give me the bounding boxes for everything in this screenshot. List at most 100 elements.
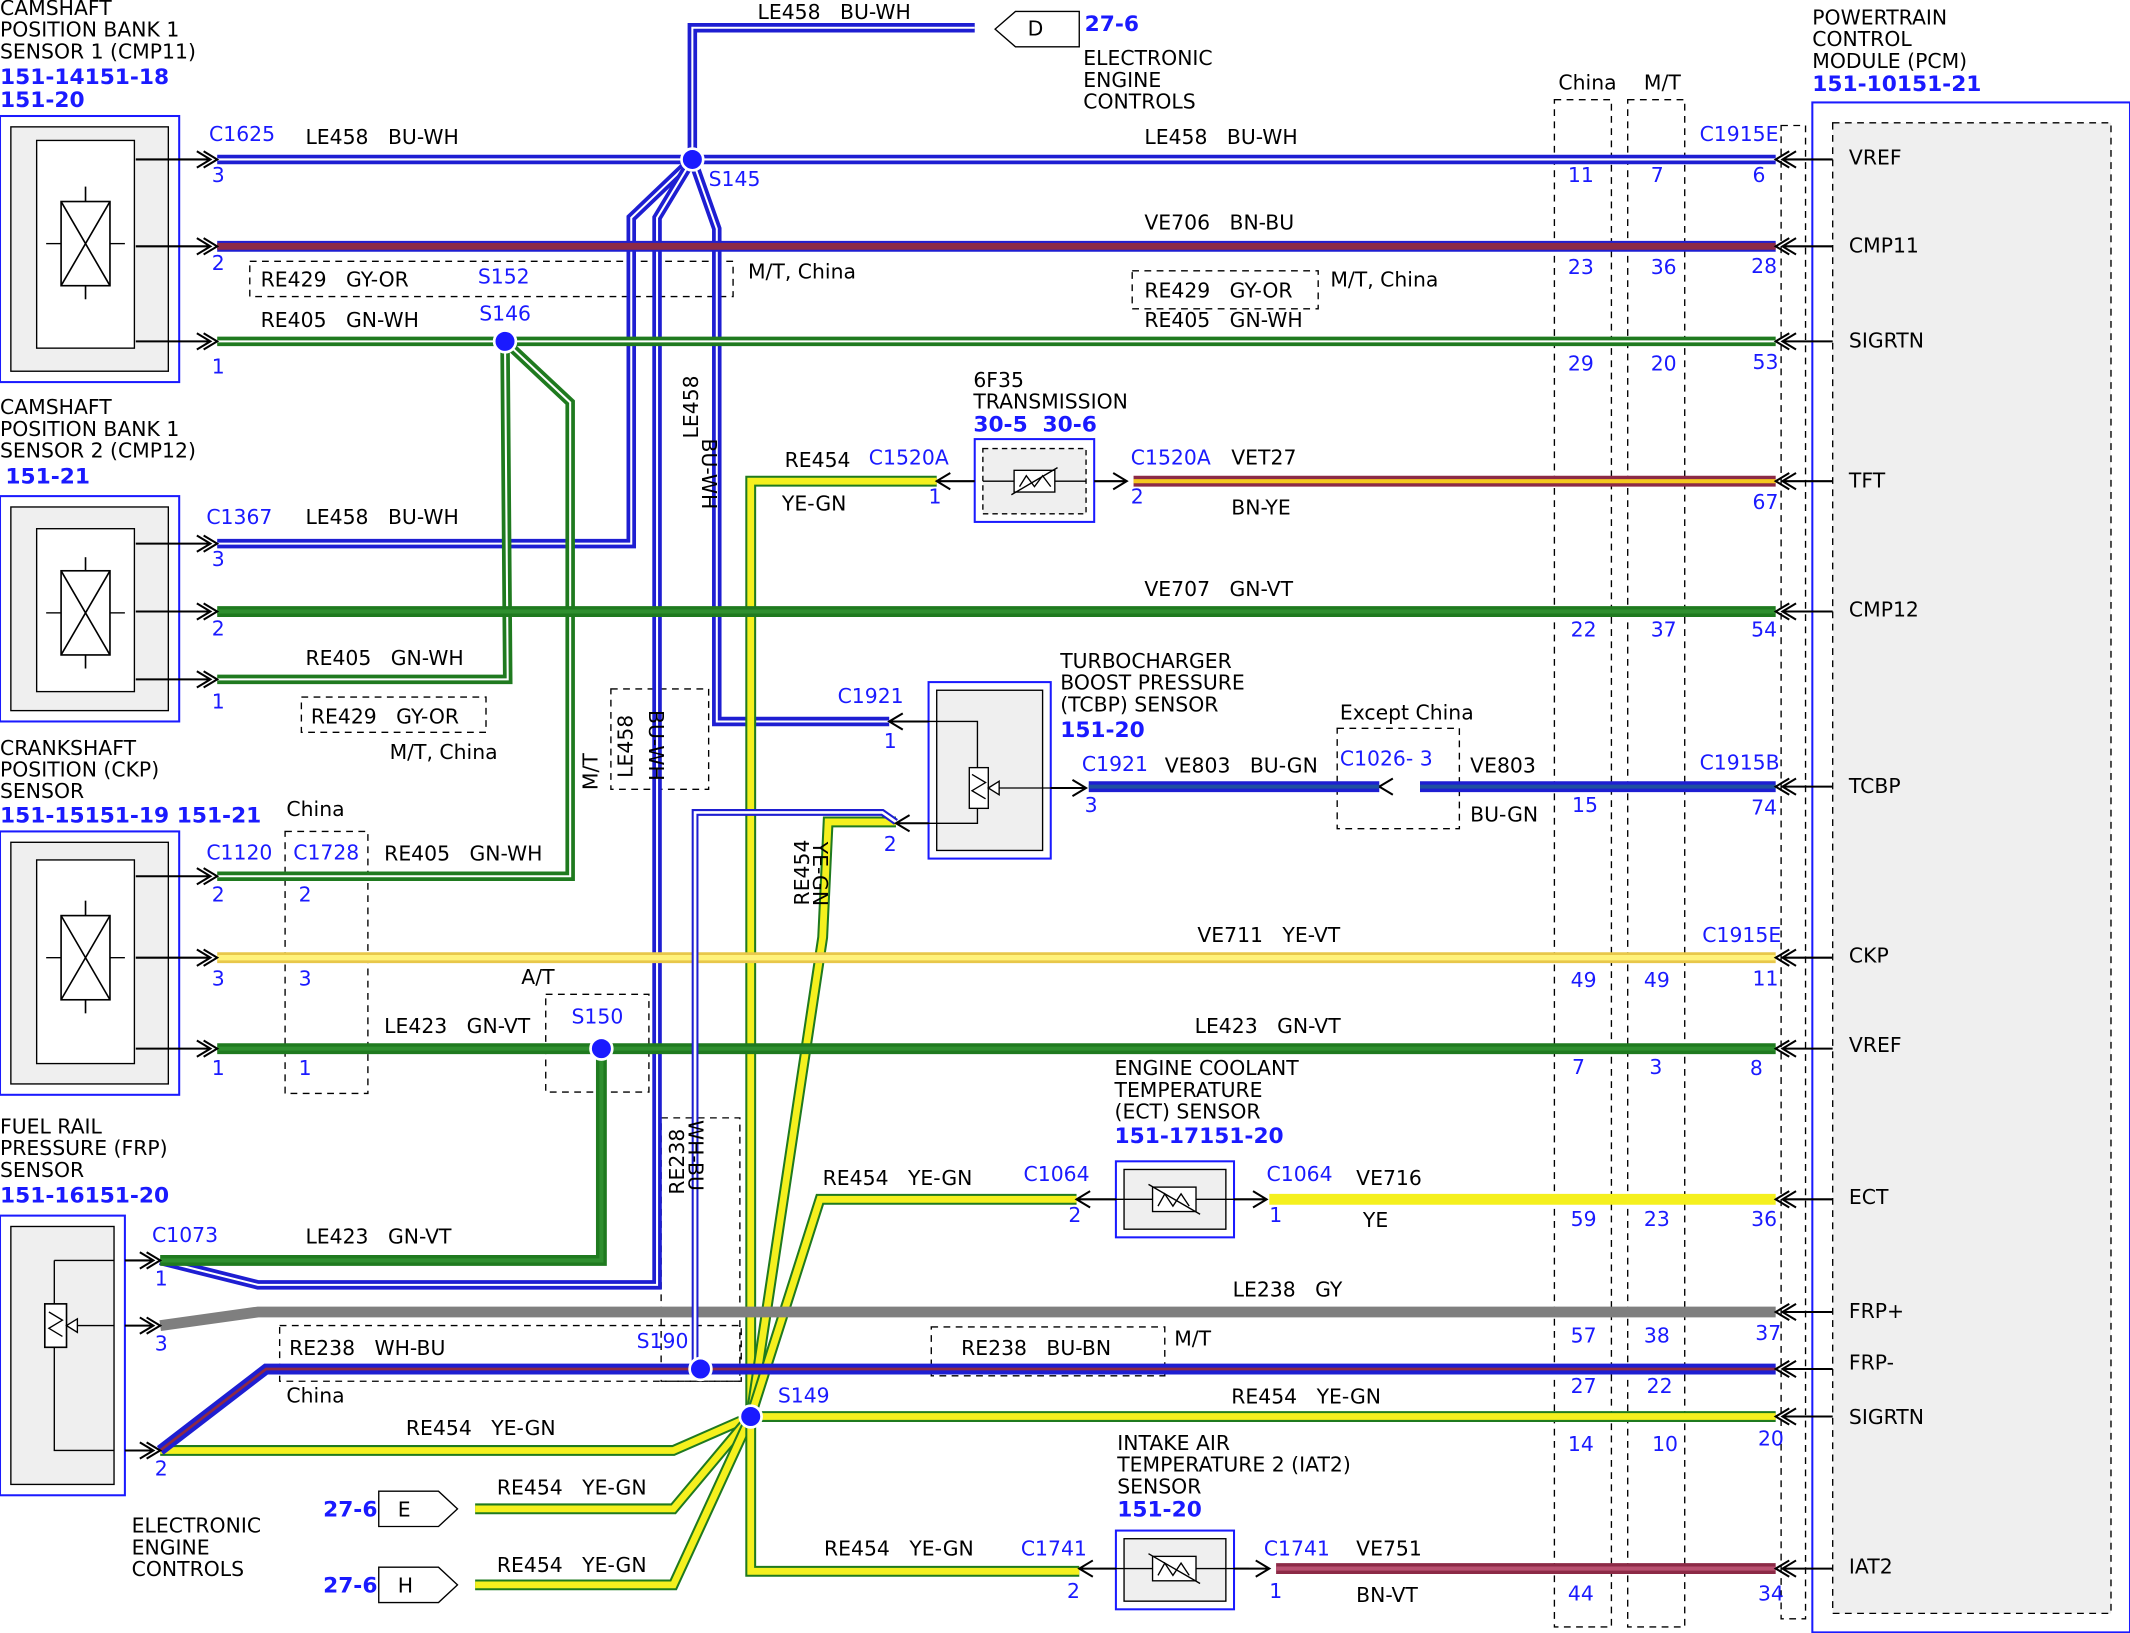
pin-frp-1: 1 [154, 1266, 168, 1291]
pcm-connector-arrows [1773, 150, 1833, 1578]
pin-mt-sigrtn: 20 [1650, 351, 1677, 377]
wire-re454-label-h: RE454 YE-GN [496, 1552, 647, 1578]
pcm-pin-cmp12: CMP12 [1848, 597, 1919, 622]
wire-le238 [159, 1306, 1776, 1331]
splice-s145 [680, 147, 705, 172]
wire-ve803-circuit-2: VE803 [1470, 753, 1536, 778]
wire-le458-top [159, 23, 1776, 1290]
ckp-title: CRANKSHAFT POSITION (CKP) SENSOR [0, 735, 160, 804]
pin-cmp11-sig: 2 [211, 251, 225, 276]
pin-pcm-vref-2: 8 [1749, 1056, 1763, 1081]
wire-re238-vertical-color: WH-BU [682, 1119, 708, 1191]
wire-ve716-color: YE [1362, 1208, 1389, 1233]
connector-c1921-out: C1921 [1081, 752, 1148, 777]
pin-cmp11-vref: 3 [211, 162, 225, 188]
pin-ckp-3: 3 [211, 966, 225, 991]
wire-re429-label-2: RE429 GY-OR [1144, 278, 1293, 303]
cmp11-ref-2[interactable]: 151-20 [0, 86, 85, 113]
splice-s150 [589, 1036, 614, 1061]
wire-re405-label-2: RE405 GN-WH [1144, 308, 1303, 333]
pcm-pin-tcbp: TCBP [1848, 773, 1901, 799]
pin-china-cmp11: 23 [1567, 255, 1594, 280]
wire-le458-label-pcm: LE458 BU-WH [1144, 124, 1298, 150]
iat2-title: INTAKE AIR TEMPERATURE 2 (IAT2) SENSOR [1117, 1430, 1351, 1499]
pcm-pin-sigrtn: SIGRTN [1848, 328, 1924, 353]
pin-cmp11-sigrtn: 1 [211, 354, 225, 379]
cmp11-title: CAMSHAFT POSITION BANK 1 SENSOR 1 (CMP11… [0, 0, 196, 64]
wire-mt-vertical: M/T [578, 753, 603, 791]
tcbp-title: TURBOCHARGER BOOST PRESSURE (TCBP) SENSO… [1060, 648, 1245, 717]
wire-re405-label: RE405 GN-WH [260, 308, 419, 333]
pin-iat2-2: 2 [1066, 1578, 1080, 1604]
eec-bottom-ref-h[interactable]: 27-6 [323, 1571, 378, 1598]
wire-re454-vertical-color: YE-GN [807, 841, 833, 907]
wire-re429-note-2: M/T, China [1330, 267, 1439, 292]
pin-pcm-frp-plus: 37 [1755, 1320, 1782, 1346]
wire-re454-label-ect: RE454 YE-GN [822, 1166, 973, 1191]
pin-pcm-vref: 6 [1752, 162, 1766, 188]
wire-ve751-circuit: VE751 [1356, 1536, 1422, 1562]
pin-pcm-sigrtn-2: 20 [1757, 1426, 1784, 1452]
pin-china-frp-plus: 57 [1570, 1323, 1597, 1348]
pin-pcm-cmp11: 28 [1751, 253, 1778, 279]
pin-china-sigrtn: 29 [1567, 351, 1594, 377]
connector-c1520a-in: C1520A [868, 445, 949, 470]
pin-c1728-2: 2 [298, 882, 312, 907]
wire-re429-label: RE429 GY-OR [260, 267, 409, 292]
wire-re454-circuit: RE454 [784, 447, 851, 473]
pin-mt-cmp12: 37 [1650, 617, 1677, 643]
wire-re429-note-3: M/T, China [389, 739, 498, 765]
tcbp-ref[interactable]: 151-20 [1060, 716, 1145, 743]
pin-frp-3: 3 [154, 1331, 168, 1357]
pcm-pin-frp-minus: FRP- [1848, 1350, 1894, 1376]
pcm-module-box [1811, 101, 2130, 1633]
c1026-dash-box [1336, 727, 1461, 830]
transmission-ref-2[interactable]: 30-6 [1042, 411, 1097, 438]
pin-pcm-cmp12: 54 [1751, 617, 1778, 643]
re238-china-dash-box [278, 1324, 742, 1382]
cmp12-ref[interactable]: 151-21 [5, 462, 91, 489]
transmission-ref-1[interactable]: 30-5 [973, 411, 1028, 438]
cmp11-ref-1[interactable]: 151-14151-18 [0, 63, 170, 90]
transmission-title: 6F35 TRANSMISSION [973, 367, 1128, 415]
pin-mt-sigrtn-2: 10 [1652, 1432, 1678, 1457]
pin-china-vref: 11 [1567, 162, 1594, 188]
wire-re454-label-pcm: RE454 YE-GN [1231, 1384, 1381, 1410]
wire-re454-label-e: RE454 YE-GN [496, 1475, 647, 1501]
offpage-tag-d [994, 10, 1080, 48]
frp-ref[interactable]: 151-16151-20 [0, 1182, 170, 1209]
pin-trans-1: 1 [928, 484, 942, 510]
eec-bottom-ref-e[interactable]: 27-6 [323, 1495, 378, 1522]
pcm-ref[interactable]: 151-10151-21 [1812, 70, 1982, 97]
offpage-tag-h [378, 1566, 459, 1604]
pin-cmp12-sigrtn: 1 [211, 689, 225, 715]
wire-le238-label: LE238 GY [1232, 1277, 1343, 1302]
pcm-pin-ckp: CKP [1848, 943, 1889, 968]
pin-china-cmp12: 22 [1570, 617, 1597, 643]
wire-le423-label-2: LE423 GN-VT [1194, 1014, 1341, 1039]
pin-tcbp-1: 1 [883, 728, 897, 754]
wire-re454-color: YE-GN [781, 491, 847, 516]
column-except-china: Except China [1339, 700, 1474, 725]
pcm-pin-frp-plus: FRP+ [1848, 1299, 1905, 1324]
column-china: China [1558, 70, 1617, 96]
pin-ckp-1: 1 [211, 1056, 225, 1081]
offpage-tag-e-label: E [397, 1497, 411, 1522]
pin-ect-2: 2 [1068, 1202, 1082, 1228]
pcm-pin-cmp11: CMP11 [1848, 233, 1919, 258]
column-mt: M/T [1643, 70, 1681, 96]
pcm-connector-dash [1780, 124, 1807, 1620]
eec-top-ref[interactable]: 27-6 [1084, 10, 1140, 37]
ckp-ref[interactable]: 151-15151-19 151-21 [0, 802, 262, 829]
iat2-ref[interactable]: 151-20 [1117, 1495, 1202, 1522]
ect-ref[interactable]: 151-17151-20 [1114, 1122, 1284, 1149]
wire-re238-china-note: China [286, 1383, 345, 1408]
ect-title: ENGINE COOLANT TEMPERATURE (ECT) SENSOR [1114, 1056, 1299, 1125]
wire-le458-vertical-circuit: LE458 [678, 375, 704, 439]
offpage-tag-d-label: D [1027, 16, 1044, 41]
wire-re454 [160, 475, 1776, 1591]
pin-pcm-tcbp: 74 [1751, 795, 1778, 820]
wire-re238-mt-label: RE238 BU-BN [961, 1335, 1112, 1361]
